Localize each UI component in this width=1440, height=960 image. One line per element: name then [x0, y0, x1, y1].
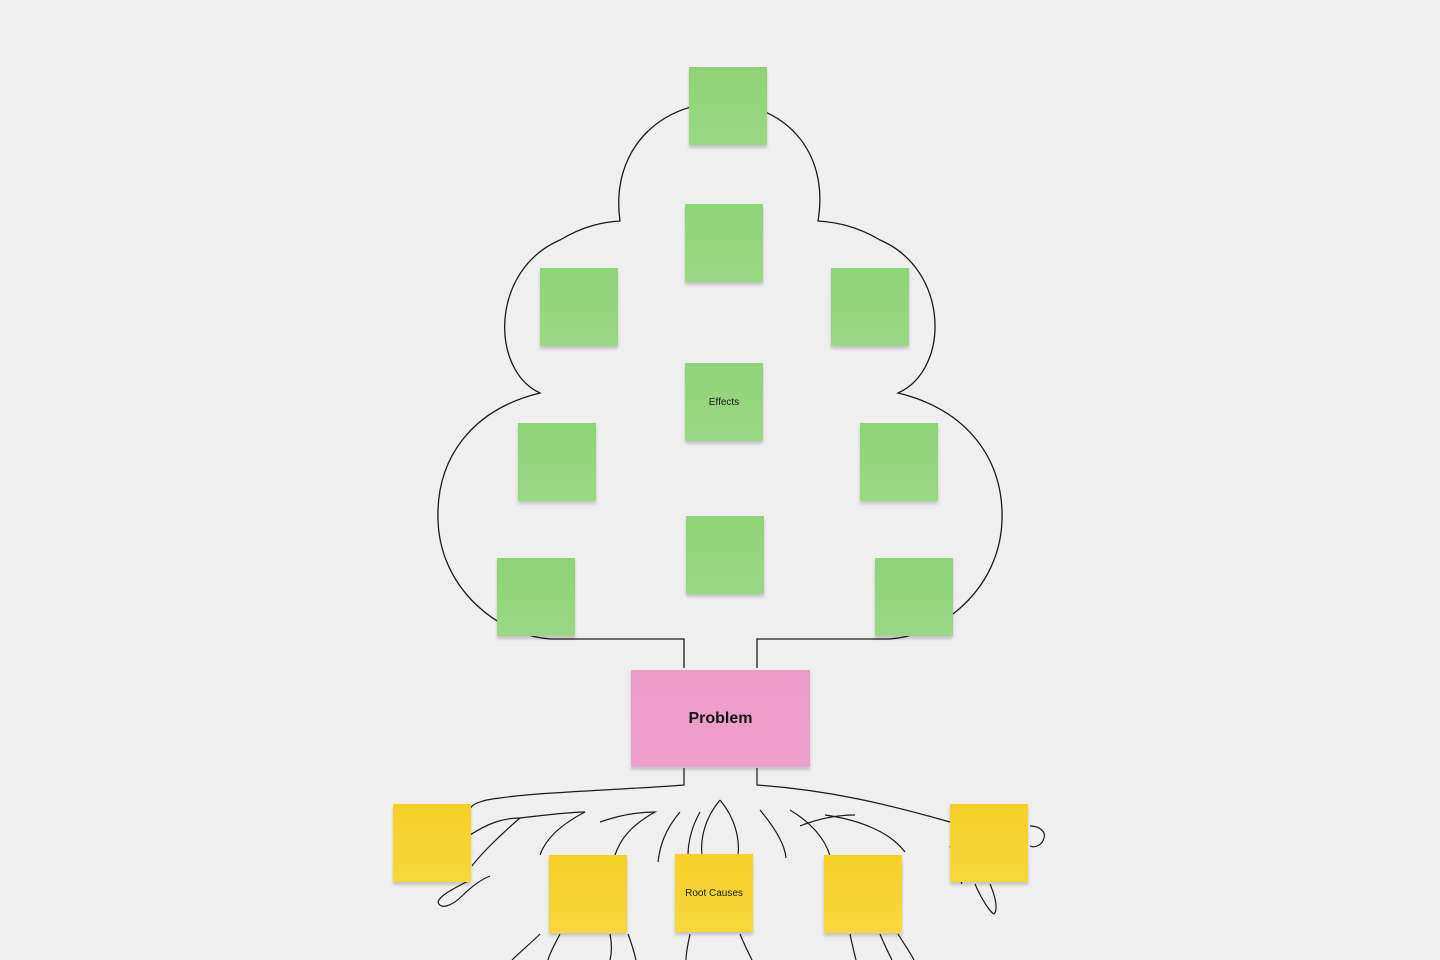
effect-note[interactable] [860, 423, 938, 501]
effect-note[interactable] [831, 268, 909, 346]
effect-note[interactable] [875, 558, 953, 636]
effect-note[interactable] [685, 204, 763, 282]
effect-note[interactable] [540, 268, 618, 346]
root-cause-note[interactable] [393, 804, 471, 882]
effect-note[interactable] [689, 67, 767, 145]
effect-note[interactable] [497, 558, 575, 636]
problem-note[interactable]: Problem [631, 670, 810, 767]
effect-note-effects-label[interactable]: Effects [685, 363, 763, 441]
root-cause-note[interactable] [950, 804, 1028, 882]
root-cause-note-root-causes-label[interactable]: Root Causes [675, 854, 753, 932]
effect-note[interactable] [518, 423, 596, 501]
effect-note[interactable] [686, 516, 764, 594]
roots-outline [437, 768, 1045, 960]
root-cause-note[interactable] [824, 855, 902, 933]
root-cause-note[interactable] [549, 855, 627, 933]
